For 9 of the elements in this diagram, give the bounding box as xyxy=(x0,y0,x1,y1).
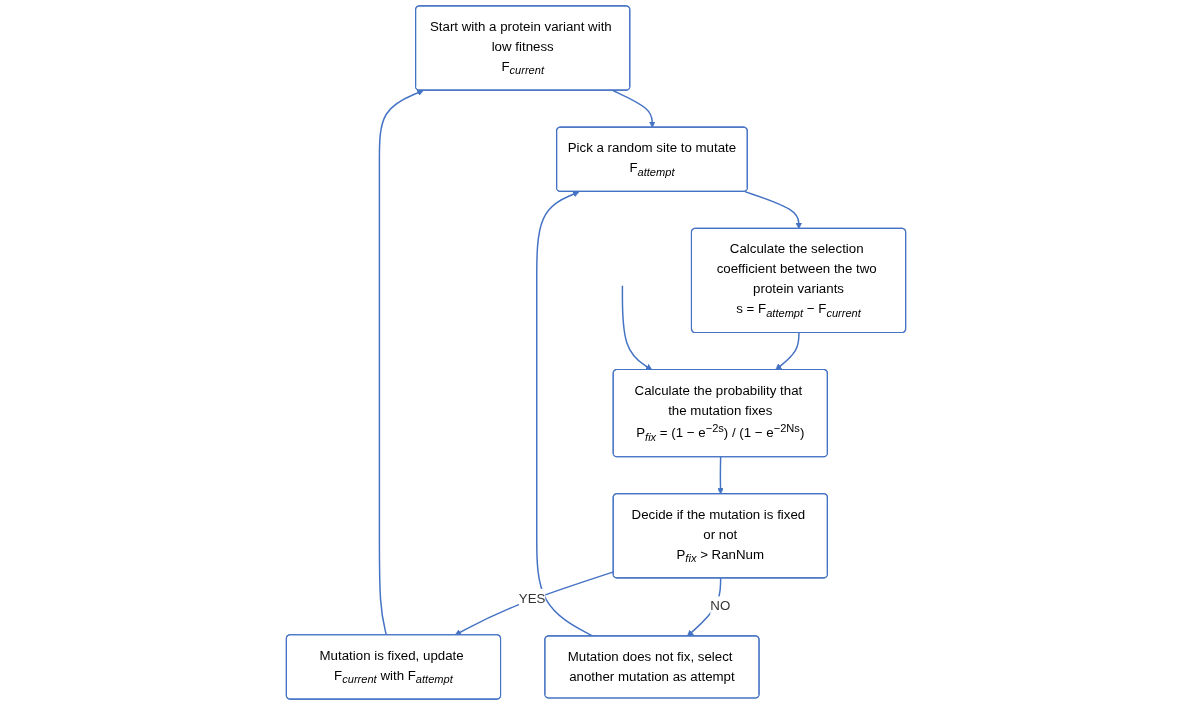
edge-label: NO xyxy=(710,598,731,614)
arrow xyxy=(378,89,424,636)
arrow xyxy=(744,190,803,229)
arrow xyxy=(775,332,800,371)
arrow xyxy=(612,89,656,128)
arrow xyxy=(717,456,724,495)
arrow xyxy=(621,284,653,371)
edge-label: YES xyxy=(518,590,546,606)
arrow xyxy=(687,577,722,637)
